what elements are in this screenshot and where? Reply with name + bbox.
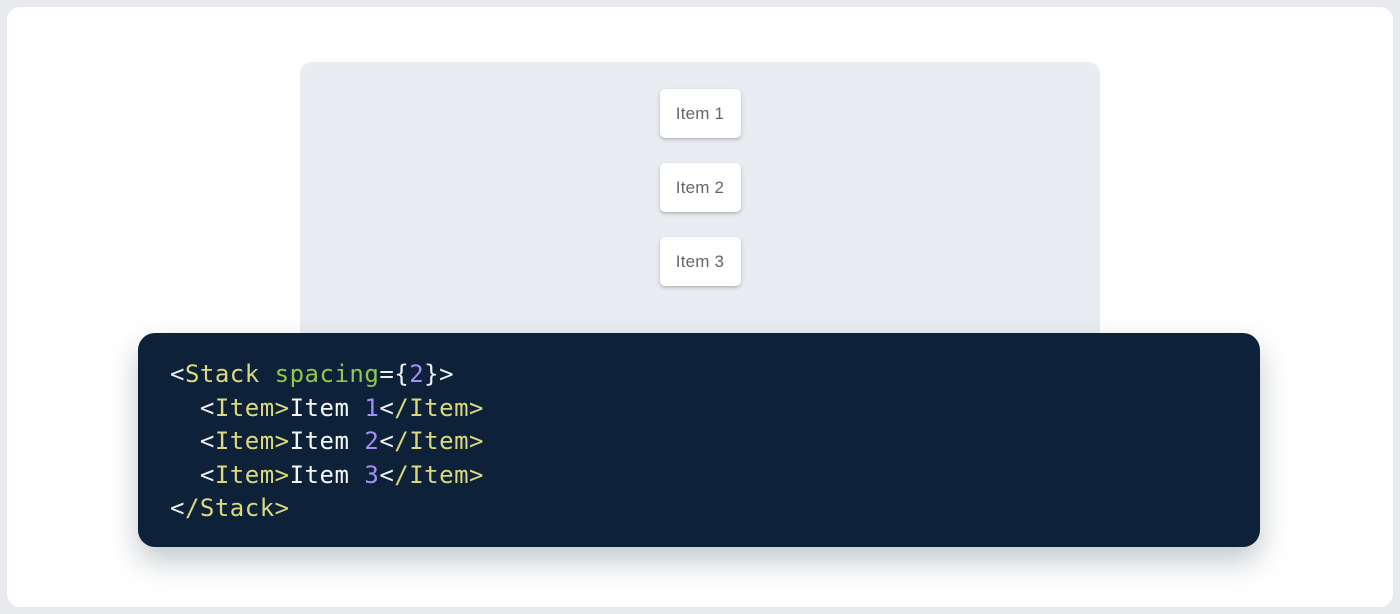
code-line: <Item>Item 3</Item> <box>170 459 1240 493</box>
stack-item-card: Item 2 <box>659 163 741 212</box>
code-token-text <box>170 394 200 422</box>
code-token-text: Item <box>289 460 365 489</box>
code-token-number: 1 <box>364 393 380 422</box>
code-token-number: 2 <box>364 427 380 455</box>
stack-item-card: Item 1 <box>659 89 741 138</box>
code-token-punct: < <box>379 427 395 455</box>
code-line: <Stack spacing={2}> <box>170 358 1240 392</box>
code-token-tag: Item> <box>214 460 290 489</box>
code-token-text: Item <box>289 427 365 455</box>
code-token-tag: Item> <box>214 427 290 455</box>
code-token-text <box>260 360 275 388</box>
code-block: <Stack spacing={2}> <Item>Item 1</Item> … <box>138 333 1260 547</box>
code-token-tag: Stack <box>184 360 260 388</box>
code-token-number: 2 <box>409 360 425 388</box>
code-token-punct: < <box>199 460 215 489</box>
code-token-punct: ={ <box>379 360 410 388</box>
code-token-tag: /Stack> <box>184 494 290 522</box>
stack-demo-panel: Item 1 Item 2 Item 3 <box>300 62 1100 352</box>
code-token-number: 3 <box>364 460 380 489</box>
code-token-tag: /Item> <box>394 393 484 422</box>
code-token-tag: /Item> <box>394 460 484 489</box>
code-token-punct: < <box>170 494 185 522</box>
code-line: <Item>Item 2</Item> <box>170 425 1240 459</box>
code-token-punct: < <box>199 427 215 455</box>
stack-item-card: Item 3 <box>659 237 741 286</box>
code-token-punct: < <box>379 460 395 489</box>
code-token-text <box>170 427 200 455</box>
code-line: </Stack> <box>170 492 1240 526</box>
code-token-tag: Item> <box>214 393 290 422</box>
code-token-text <box>170 461 200 489</box>
code-line: <Item>Item 1</Item> <box>170 392 1240 426</box>
code-token-attr: spacing <box>274 360 380 388</box>
code-token-tag: /Item> <box>394 427 484 455</box>
code-token-text: Item <box>289 393 365 422</box>
code-token-punct: < <box>170 360 185 388</box>
code-token-punct: < <box>379 393 395 422</box>
code-token-punct: < <box>199 393 215 422</box>
code-token-punct: }> <box>424 360 455 388</box>
